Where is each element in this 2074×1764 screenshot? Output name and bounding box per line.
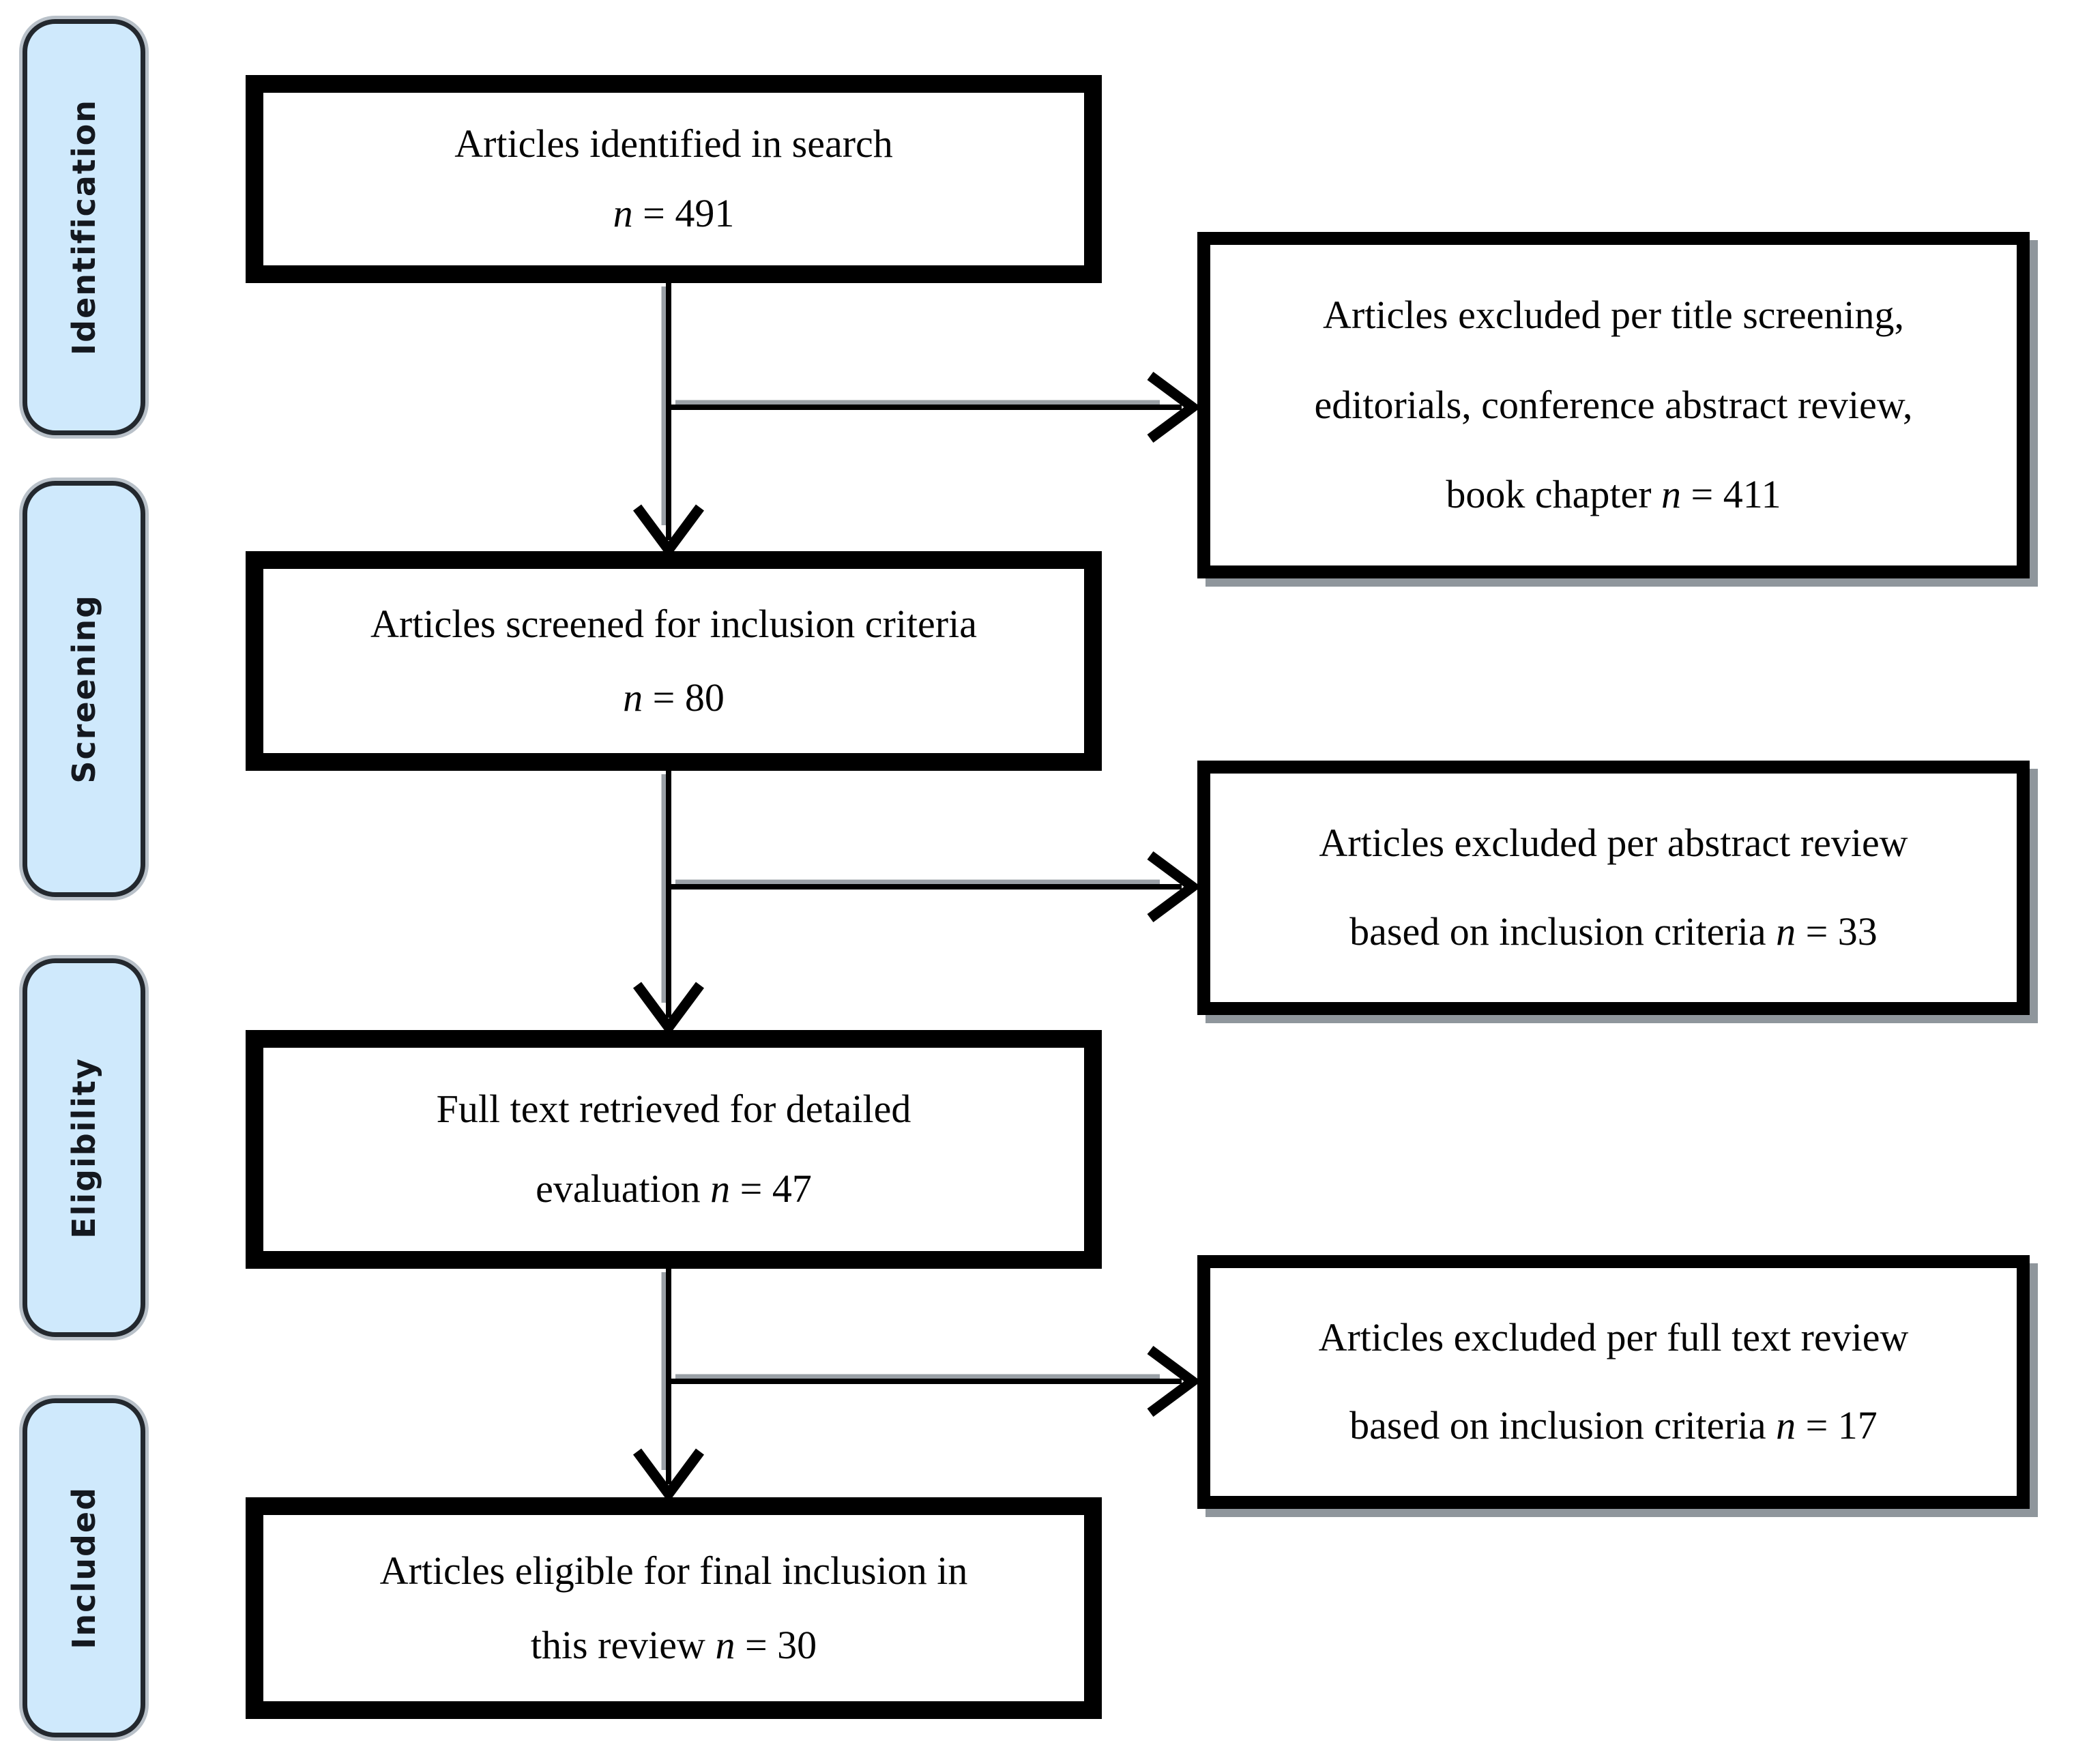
excluded-title-screening-count: book chapter n = 411: [1446, 471, 1781, 516]
stage-label-screening: Screening: [65, 594, 102, 784]
stage-pill-identification: Identification: [23, 19, 145, 435]
flow-box-included: Articles eligible for final inclusion in…: [246, 1497, 1102, 1719]
arrow-branch-abstract-review: [669, 851, 1201, 923]
flow-box-fulltext-line1: Full text retrieved for detailed: [436, 1086, 911, 1131]
flow-box-identified-count: n = 491: [613, 191, 735, 236]
excluded-title-screening-line2: editorials, conference abstract review,: [1314, 382, 1913, 427]
arrow-fulltext-to-included: [632, 1267, 705, 1503]
flow-box-included-count: this review n = 30: [530, 1622, 817, 1667]
flow-box-fulltext: Full text retrieved for detailed evaluat…: [246, 1030, 1102, 1269]
flow-box-identified: Articles identified in search n = 491: [246, 75, 1102, 283]
excluded-title-screening-line1: Articles excluded per title screening,: [1323, 293, 1904, 338]
flow-box-screened: Articles screened for inclusion criteria…: [246, 551, 1102, 771]
excluded-abstract-review-box: Articles excluded per abstract review ba…: [1197, 761, 2030, 1015]
flow-box-screened-count: n = 80: [623, 675, 725, 720]
excluded-fulltext-review-line1: Articles excluded per full text review: [1318, 1314, 1909, 1359]
stage-pill-eligibility: Eligibility: [23, 958, 145, 1337]
stage-label-included: Included: [65, 1486, 102, 1649]
excluded-abstract-review-line1: Articles excluded per abstract review: [1319, 821, 1908, 866]
excluded-title-screening-box: Articles excluded per title screening, e…: [1197, 232, 2030, 578]
stage-label-eligibility: Eligibility: [65, 1057, 102, 1239]
stage-pill-included: Included: [23, 1398, 145, 1737]
excluded-fulltext-review-box: Articles excluded per full text review b…: [1197, 1255, 2030, 1509]
arrow-identified-to-screened: [632, 281, 705, 559]
flow-box-identified-line1: Articles identified in search: [454, 121, 893, 166]
flow-box-included-line1: Articles eligible for final inclusion in: [379, 1548, 968, 1593]
flow-box-screened-line1: Articles screened for inclusion criteria: [370, 601, 977, 646]
flow-box-fulltext-count: evaluation n = 47: [536, 1166, 812, 1211]
stage-label-identification: Identification: [65, 99, 102, 355]
arrow-screened-to-fulltext: [632, 769, 705, 1036]
stage-pill-screening: Screening: [23, 481, 145, 897]
arrow-branch-fulltext-review: [669, 1345, 1201, 1417]
arrow-branch-title-screening: [669, 371, 1201, 443]
excluded-fulltext-review-count: based on inclusion criteria n = 17: [1349, 1403, 1878, 1448]
excluded-abstract-review-count: based on inclusion criteria n = 33: [1349, 909, 1878, 954]
